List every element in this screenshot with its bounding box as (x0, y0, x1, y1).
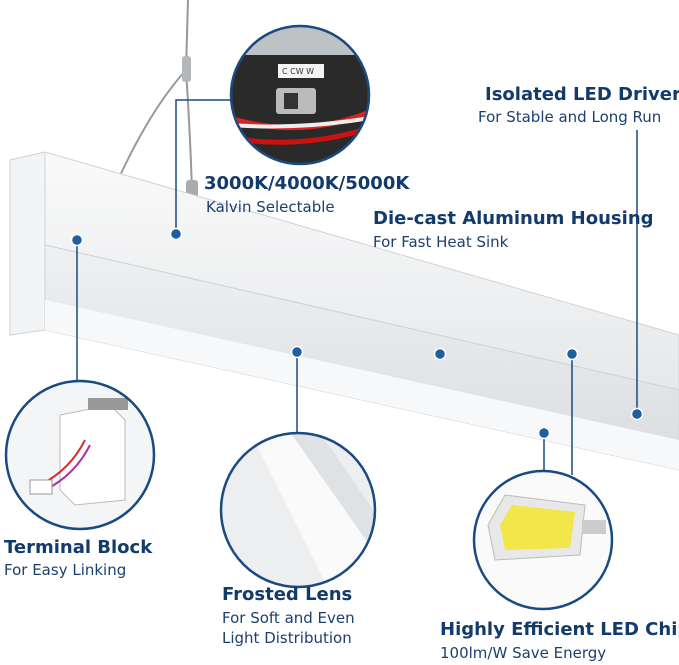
color-temp-title: 3000K/4000K/5000K (204, 173, 410, 194)
chip-subtitle: 100lm/W Save Energy (440, 644, 607, 662)
terminal-subtitle: For Easy Linking (4, 561, 127, 579)
color-temp-subtitle: Kalvin Selectable (206, 198, 335, 216)
driver-title: Isolated LED Driver (485, 84, 679, 105)
terminal-title: Terminal Block (4, 537, 153, 558)
switch-label: C CW W (282, 67, 315, 76)
lens-title: Frosted Lens (222, 584, 353, 605)
lens-subtitle-1: For Soft and Even (222, 609, 355, 627)
housing-subtitle: For Fast Heat Sink (373, 233, 509, 251)
lens-subtitle-2: Light Distribution (222, 629, 352, 647)
housing-title: Die-cast Aluminum Housing (373, 208, 654, 229)
chip-title: Highly Efficient LED Chip (440, 619, 679, 640)
driver-subtitle: For Stable and Long Run (478, 108, 662, 126)
